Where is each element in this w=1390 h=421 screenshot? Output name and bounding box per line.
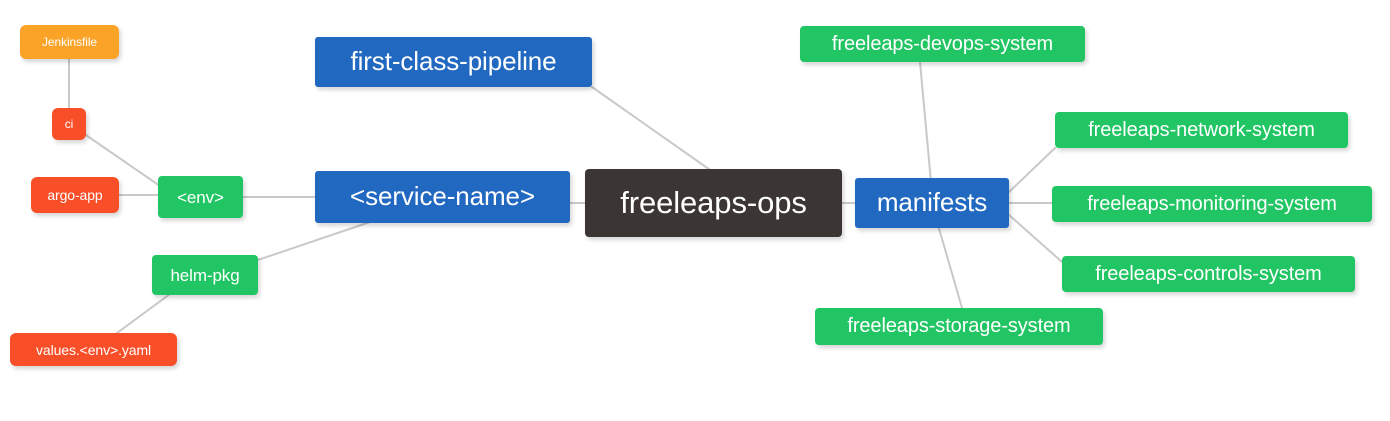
edge-helm-pkg-values-yaml [116,293,171,334]
node-label: freeleaps-controls-system [1095,262,1322,285]
node-storage-system[interactable]: freeleaps-storage-system [815,308,1103,345]
node-root-freeleaps-ops[interactable]: freeleaps-ops [585,169,842,237]
node-label: ci [64,117,74,131]
node-label: freeleaps-ops [620,184,807,220]
node-values-yaml[interactable]: values.<env>.yaml [10,333,177,366]
node-label: freeleaps-storage-system [847,315,1071,337]
node-label: values.<env>.yaml [35,341,152,358]
node-label: freeleaps-network-system [1088,118,1315,141]
node-first-class-pipeline[interactable]: first-class-pipeline [315,37,592,87]
node-controls-system[interactable]: freeleaps-controls-system [1062,256,1355,292]
node-label: argo-app [47,187,103,203]
node-label: manifests [876,187,988,217]
node-helm-pkg[interactable]: helm-pkg [152,255,258,295]
node-monitoring-system[interactable]: freeleaps-monitoring-system [1052,186,1372,222]
node-env[interactable]: <env> [158,176,243,218]
node-label: <service-name> [349,181,536,211]
edge-manifests-storage-system [937,224,963,309]
edge-manifests-devops-system [919,61,932,183]
node-label: first-class-pipeline [350,46,557,76]
node-ci[interactable]: ci [52,108,86,140]
edge-service-name-helm-pkg [251,221,371,263]
node-argo-app[interactable]: argo-app [31,177,119,213]
node-devops-system[interactable]: freeleaps-devops-system [800,26,1085,62]
node-label: <env> [177,187,224,207]
node-label: helm-pkg [170,265,240,285]
node-label: freeleaps-devops-system [831,32,1054,55]
node-service-name[interactable]: <service-name> [315,171,570,223]
node-manifests[interactable]: manifests [855,178,1009,228]
edge-root-first-class-pipeline [591,86,714,173]
node-label: freeleaps-monitoring-system [1087,192,1337,215]
node-jenkinsfile[interactable]: Jenkinsfile [20,25,119,59]
edge-manifests-network-system [1007,147,1056,194]
node-label: Jenkinsfile [42,35,97,49]
node-network-system[interactable]: freeleaps-network-system [1055,112,1348,148]
